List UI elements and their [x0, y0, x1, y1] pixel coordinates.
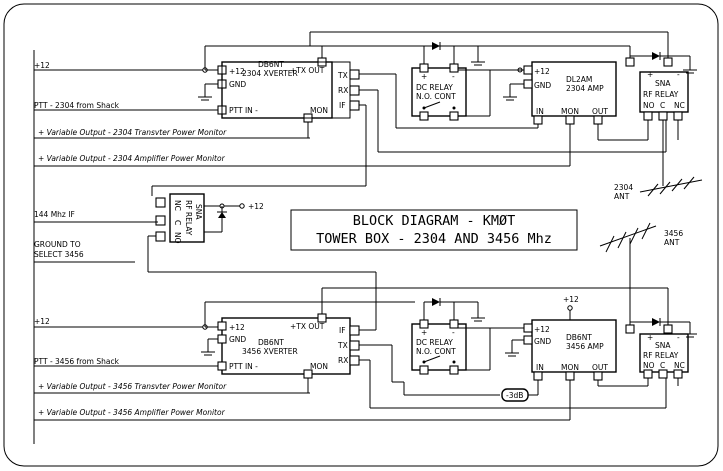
svg-text:GND: GND	[229, 80, 246, 89]
title-line-1: BLOCK DIAGRAM - KMØT	[353, 213, 516, 229]
svg-text:OUT: OUT	[592, 107, 608, 116]
svg-text:N.O. CONT: N.O. CONT	[416, 92, 456, 101]
svg-text:OUT: OUT	[592, 363, 608, 372]
ptt-2304-label: PTT - 2304 from Shack	[34, 101, 120, 110]
svg-text:+: +	[647, 333, 653, 342]
amp-3456: +12 GND DB6NT 3456 AMP IN MON OUT	[523, 319, 617, 381]
svg-text:-3dB: -3dB	[506, 391, 523, 400]
dc-relay-top: + - DC RELAY N.O. CONT	[411, 63, 467, 121]
svg-text:MON: MON	[561, 107, 579, 116]
sna-relay-if: SNA RF RELAY NC C NO	[155, 193, 205, 244]
svg-text:DB6NT: DB6NT	[258, 60, 284, 69]
svg-text:2304 XVERTER: 2304 XVERTER	[242, 69, 298, 78]
svg-text:DL2AM: DL2AM	[566, 75, 592, 84]
svg-text:SNA: SNA	[194, 204, 203, 220]
svg-text:RF RELAY: RF RELAY	[643, 90, 679, 99]
select-3456-label: SELECT 3456	[34, 250, 84, 259]
svg-text:-: -	[452, 72, 455, 81]
ground-to-label: GROUND TO	[34, 240, 81, 249]
svg-text:+TX OUT: +TX OUT	[290, 322, 325, 331]
svg-text:DC RELAY: DC RELAY	[416, 338, 453, 347]
svg-text:IF: IF	[339, 101, 346, 110]
svg-text:NO: NO	[643, 361, 655, 370]
svg-text:+TX OUT: +TX OUT	[290, 66, 325, 75]
var-3456-amp-label: + Variable Output - 3456 Amplifier Power…	[38, 408, 226, 417]
xverter-3456: +12 GND DB6NT 3456 XVERTER PTT IN - MON …	[217, 313, 360, 379]
svg-text:RX: RX	[338, 86, 348, 95]
antenna-2304: 2304 ANT	[614, 176, 703, 201]
svg-text:TX: TX	[337, 71, 348, 80]
svg-text:+12: +12	[534, 325, 550, 334]
diagram-frame	[3, 3, 719, 467]
svg-text:3456: 3456	[664, 229, 683, 238]
plus12-bot-label: +12	[34, 317, 50, 326]
svg-text:IN: IN	[536, 363, 544, 372]
svg-text:MON: MON	[310, 362, 328, 371]
svg-text:+: +	[647, 70, 653, 79]
svg-text:-: -	[677, 333, 680, 342]
svg-text:SNA: SNA	[655, 79, 671, 88]
svg-text:+12: +12	[229, 67, 245, 76]
var-2304-xvtr-label: + Variable Output - 2304 Transvter Power…	[38, 128, 227, 137]
ptt-3456-label: PTT - 3456 from Shack	[34, 357, 120, 366]
svg-text:+: +	[421, 328, 427, 337]
svg-text:+12: +12	[229, 323, 245, 332]
svg-text:3456 XVERTER: 3456 XVERTER	[242, 347, 298, 356]
svg-text:ANT: ANT	[664, 238, 680, 247]
svg-text:IF: IF	[339, 326, 346, 335]
svg-text:NO: NO	[643, 101, 655, 110]
var-3456-xvtr-label: + Variable Output - 3456 Transvter Power…	[38, 382, 227, 391]
svg-text:DB6NT: DB6NT	[566, 333, 592, 342]
svg-text:ANT: ANT	[614, 192, 630, 201]
svg-text:+12: +12	[534, 67, 550, 76]
svg-text:N.O. CONT: N.O. CONT	[416, 347, 456, 356]
svg-text:MON: MON	[561, 363, 579, 372]
svg-text:MON: MON	[310, 106, 328, 115]
svg-text:RF RELAY: RF RELAY	[184, 200, 193, 236]
title-box: BLOCK DIAGRAM - KMØT TOWER BOX - 2304 AN…	[290, 209, 578, 251]
svg-text:IN: IN	[536, 107, 544, 116]
svg-text:GND: GND	[534, 81, 551, 90]
svg-text:NC: NC	[173, 200, 182, 211]
svg-text:-: -	[677, 70, 680, 79]
if-144-label: 144 Mhz IF	[34, 210, 75, 219]
svg-text:TX: TX	[337, 341, 348, 350]
svg-text:SNA: SNA	[655, 341, 671, 350]
svg-text:DB6NT: DB6NT	[258, 338, 284, 347]
svg-text:2304: 2304	[614, 183, 633, 192]
svg-text:2304 AMP: 2304 AMP	[566, 84, 604, 93]
sna-relay-bottom: + - SNA RF RELAY NO C NC	[625, 324, 689, 379]
svg-text:RF RELAY: RF RELAY	[643, 351, 679, 360]
svg-text:NC: NC	[674, 101, 685, 110]
title-line-2: TOWER BOX - 2304 AND 3456 Mhz	[316, 231, 552, 247]
amp-2304: +12 GND DL2AM 2304 AMP IN MON OUT	[523, 61, 617, 125]
svg-text:C: C	[173, 220, 182, 225]
antenna-3456: 3456 ANT	[599, 222, 683, 253]
svg-text:DC RELAY: DC RELAY	[416, 83, 453, 92]
svg-text:GND: GND	[534, 337, 551, 346]
if-switch-supply: +12	[248, 202, 264, 211]
svg-text:GND: GND	[229, 335, 246, 344]
plus12-top-label: +12	[34, 61, 50, 70]
svg-text:C: C	[660, 361, 665, 370]
attenuator-3db: -3dB	[501, 388, 529, 402]
var-2304-amp-label: + Variable Output - 2304 Amplifier Power…	[38, 154, 226, 163]
svg-text:3456 AMP: 3456 AMP	[566, 342, 604, 351]
amp-3456-supply: +12	[563, 295, 579, 304]
svg-text:NO: NO	[173, 232, 182, 244]
svg-text:PTT IN -: PTT IN -	[229, 362, 258, 371]
xverter-2304: +12 GND DB6NT 2304 XVERTER PTT IN - MON …	[217, 57, 360, 123]
dc-relay-bottom: + - DC RELAY N.O. CONT	[411, 319, 467, 375]
svg-text:NC: NC	[674, 361, 685, 370]
sna-relay-top: + - SNA RF RELAY NO C NC	[625, 57, 689, 121]
svg-text:C: C	[660, 101, 665, 110]
svg-text:RX: RX	[338, 356, 348, 365]
svg-text:PTT IN -: PTT IN -	[229, 106, 258, 115]
svg-text:-: -	[452, 328, 455, 337]
svg-text:+: +	[421, 72, 427, 81]
